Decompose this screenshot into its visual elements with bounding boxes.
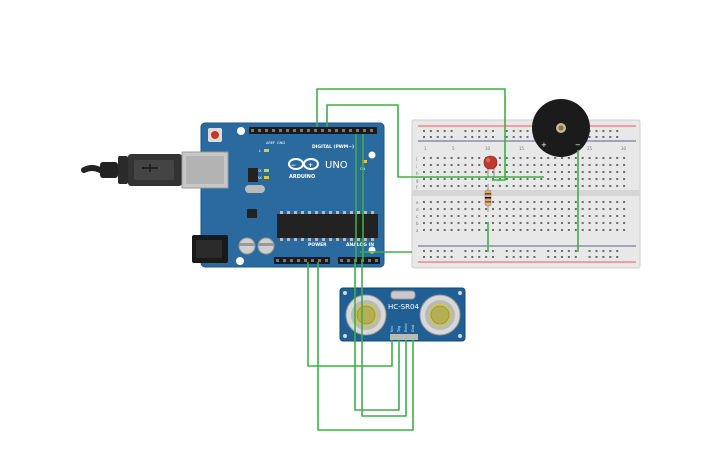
l-led [264,149,269,152]
power-label: POWER [308,242,327,248]
buzzer-minus-label: − [575,141,581,149]
sensor-crystal [390,290,416,300]
power-header[interactable] [274,257,330,264]
pin-label-trig: Trig [397,326,401,333]
tx-led [264,169,269,172]
wire-led-to-pin[interactable] [316,88,506,181]
mount-hole [236,257,244,265]
gnd-label-top: GND [277,141,285,145]
svg-text:−: − [291,162,296,169]
tx-label: TX [256,169,262,173]
usb-chip [248,168,258,182]
rx-label: RX [257,176,262,180]
breadboard-center-channel [412,190,640,196]
wire-buzzer-to-pin[interactable] [326,104,544,178]
breadboard[interactable]: j i h g f e d c b a 1 5 10 15 20 25 30 [411,119,641,269]
row-label-e: e [416,200,419,205]
row-label-i: i [416,164,417,169]
row-label-d: d [416,207,419,212]
breadboard-holes [423,130,626,258]
wire-trig[interactable] [354,262,400,411]
svg-text:+: + [308,162,313,169]
pin-label-vcc: Vcc [390,326,394,332]
wire-echo[interactable] [361,262,407,417]
model-label: UNO [325,160,348,171]
breadboard-row-labels: j i h g f e d c b a [415,156,419,233]
row-label-b: b [416,221,419,226]
buzzer-plus-label: + [541,141,547,149]
col-label-30: 30 [621,146,627,151]
row-label-g: g [416,178,419,183]
resistor[interactable] [484,184,492,212]
pin-label-echo: Echo [404,324,408,333]
hc-sr04-sensor[interactable]: HC-SR04 Vcc Trig Echo Gnd [339,287,466,342]
col-label-5: 5 [452,146,455,151]
row-label-a: a [416,228,419,233]
atmega-pins [280,211,374,241]
rx-led [264,176,269,179]
row-label-f: f [416,185,418,190]
transducer-right [419,294,461,336]
digital-header[interactable] [249,127,377,134]
row-label-h: h [416,171,419,176]
sensor-pin-header[interactable] [390,334,418,340]
analog-label: ANALOG IN [346,242,374,248]
transducer-left [345,294,387,336]
col-label-10: 10 [485,146,491,151]
pin-label-gnd: Gnd [411,325,415,332]
col-label-25: 25 [587,146,593,151]
aref-label: AREF [266,141,275,145]
wire-gnd-to-sensor-gnd[interactable] [317,262,414,431]
row-label-c: c [416,214,418,219]
digital-header-pins [251,129,373,132]
row-label-j: j [415,156,417,161]
sensor-model-label: HC-SR04 [388,303,419,311]
small-chip [247,209,257,218]
piezo-buzzer[interactable]: + − [532,99,590,157]
mount-hole [368,151,376,159]
wires [307,88,579,431]
atmega-chip [277,214,378,238]
arduino-uno-board[interactable]: DIGITAL (PWM~) AREF GND − + ARDUINO UNO … [181,122,385,268]
brand-label: ARDUINO [289,174,315,180]
arduino-logo: − + [288,158,319,170]
wire-5v-to-vcc[interactable] [307,262,393,367]
sensor-pin-labels: Vcc Trig Echo Gnd [390,324,415,334]
usb-cable [81,154,182,186]
digital-label: DIGITAL (PWM~) [312,144,354,150]
analog-header[interactable] [338,257,380,264]
col-label-1: 1 [424,146,427,151]
mount-hole [237,127,245,135]
col-label-15: 15 [519,146,525,151]
crystal [245,185,265,193]
on-led [362,160,367,163]
l-led-label: L [259,149,261,153]
